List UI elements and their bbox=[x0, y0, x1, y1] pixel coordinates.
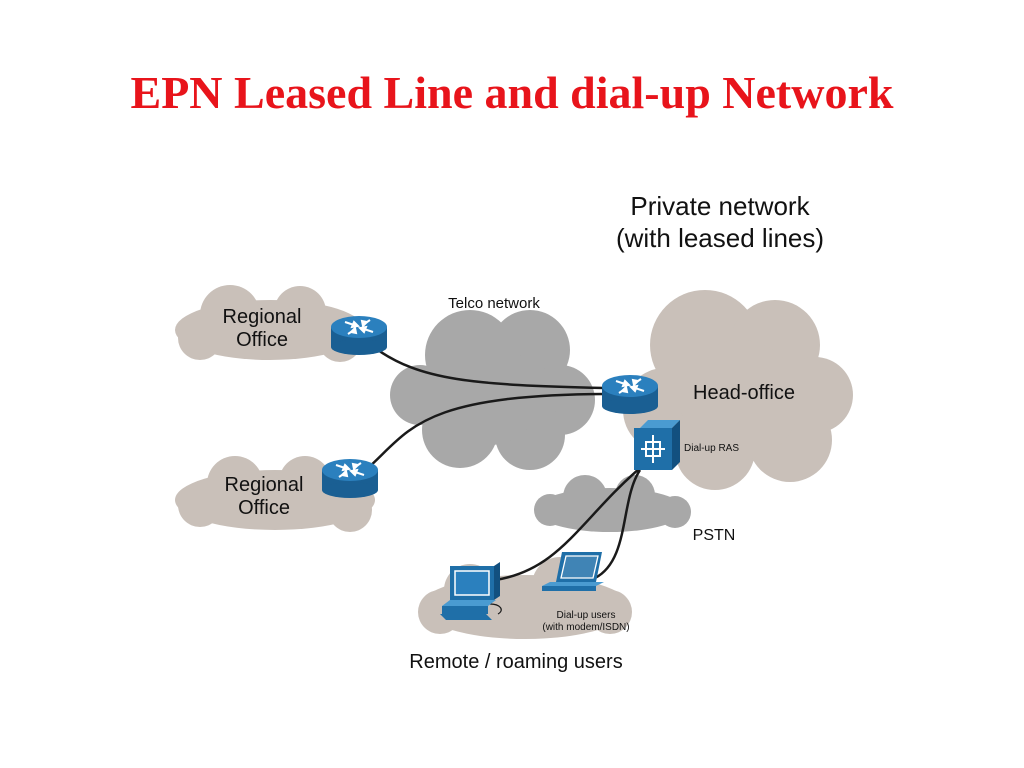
link-pc-mouse bbox=[489, 603, 502, 615]
network-links bbox=[367, 346, 642, 615]
regional-office-top-label-line1: Regional bbox=[223, 306, 302, 328]
router-head-office bbox=[602, 375, 658, 414]
head-office-label: Head-office bbox=[693, 382, 795, 404]
dialup-ras-device bbox=[634, 420, 680, 470]
dialup-users-label-line1: Dial-up users bbox=[557, 610, 616, 621]
dialup-ras-label: Dial-up RAS bbox=[684, 443, 739, 454]
regional-office-bottom-label-line1: Regional bbox=[225, 474, 304, 496]
router-regional-bottom bbox=[322, 459, 378, 498]
link-regional-top-to-head bbox=[374, 346, 606, 390]
slide-title: EPN Leased Line and dial-up Network bbox=[130, 67, 894, 118]
private-network-label-line2: (with leased lines) bbox=[616, 223, 824, 253]
link-ras-to-pc bbox=[494, 467, 641, 582]
remote-users-label: Remote / roaming users bbox=[409, 651, 622, 673]
dialup-users-label-line2: (with modem/ISDN) bbox=[542, 622, 629, 633]
regional-office-bottom-label-line2: Office bbox=[238, 497, 290, 519]
private-network-label-line1: Private network bbox=[630, 191, 810, 221]
laptop-icon bbox=[542, 552, 604, 591]
telco-network-label: Telco network bbox=[448, 295, 540, 312]
regional-office-top-label-line2: Office bbox=[236, 329, 288, 351]
link-ras-to-laptop bbox=[594, 469, 642, 580]
link-regional-bottom-to-head bbox=[367, 392, 606, 469]
pstn-cloud bbox=[534, 475, 691, 532]
router-regional-top bbox=[331, 316, 387, 355]
pstn-label: PSTN bbox=[693, 527, 736, 544]
desktop-pc-icon bbox=[440, 562, 500, 620]
telco-network-cloud bbox=[390, 310, 595, 470]
